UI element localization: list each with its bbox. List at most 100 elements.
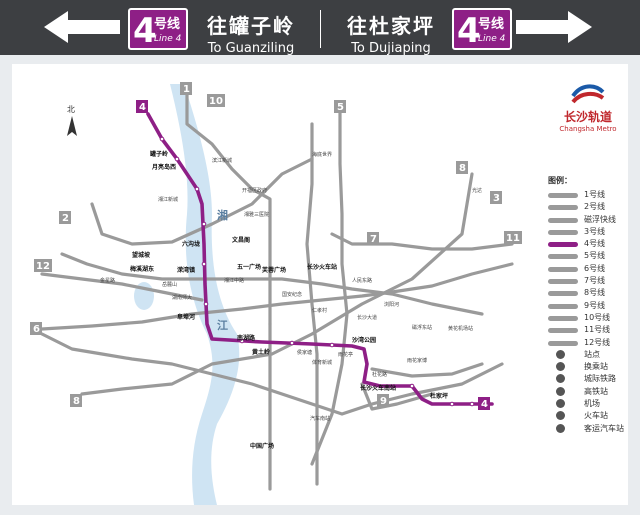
line-4-station [201, 261, 207, 267]
legend-line-swatch [548, 303, 578, 309]
station-label: 南湖路 [237, 334, 256, 342]
line-4-number-box [136, 100, 148, 113]
line-4-station [409, 383, 415, 389]
line-4-track [146, 112, 494, 406]
station-label: 阜埠河 [177, 313, 195, 321]
destination-right: 往杜家坪 To Dujiaping [332, 10, 450, 56]
station-label: 湖南师大 [172, 294, 192, 301]
destination-right-cn: 往杜家坪 [347, 14, 435, 38]
legend-line-swatch [548, 266, 578, 272]
station-label: 长沙大道 [357, 314, 377, 321]
station-icon [556, 349, 565, 359]
legend-line-row: 10号线 [548, 312, 624, 324]
metro-map: 罐子岭 月亮岛西 湘江新城 六沟垅 溁湾镇 湖南师大 阜埠河 南湖路 黄土岭 沙… [30, 82, 522, 505]
station-label: 杜花路 [372, 371, 387, 378]
legend-line-row: 3号线 [548, 226, 624, 238]
line-5-track [310, 107, 349, 466]
legend-line-swatch [548, 205, 578, 211]
line-number: 7 [370, 234, 377, 245]
line-number: 12 [36, 261, 50, 272]
legend-line-swatch [548, 315, 578, 321]
legend-line-swatch [548, 242, 578, 248]
line-4-station [174, 156, 180, 162]
destination-left-en: To Guanziling [207, 41, 295, 56]
river-label: 湘 [217, 208, 228, 222]
line-4-station [201, 221, 207, 227]
legend-line-label: 1号线 [584, 190, 606, 199]
station-label: 六沟垅 [182, 240, 200, 248]
legend-line-label: 磁浮快线 [584, 214, 616, 224]
legend-line-row: 8号线 [548, 287, 624, 299]
station-label: 黄土岭 [252, 348, 270, 356]
legend-symbol-label: 机场 [584, 399, 600, 409]
line-12-track [40, 272, 204, 302]
line-number: 1 [183, 84, 190, 95]
line-4-station [203, 301, 209, 307]
station-label: 滨江新城 [212, 157, 232, 164]
line-3-number-box [490, 191, 502, 204]
station-label: 梅溪湖东 [130, 265, 154, 273]
line-4-station [289, 340, 295, 346]
legend-line-row: 2号线 [548, 201, 624, 213]
legend-line-label: 7号线 [584, 276, 606, 286]
legend-line-row: 12号线 [548, 337, 624, 349]
legend-symbol-label: 城际铁路 [584, 374, 616, 384]
line-7-track [305, 122, 319, 486]
line-6-track [40, 262, 514, 331]
station-label: 五一广场 [237, 263, 261, 271]
legend-line-row: 7号线 [548, 275, 624, 287]
legend-symbol-label: 高铁站 [584, 386, 608, 396]
station-label: 黄花机场站 [448, 325, 473, 332]
station-label: 沙湾公园 [352, 336, 376, 344]
line-number: 9 [380, 396, 387, 407]
station-label: 中国广场 [250, 442, 274, 450]
line-4-badge-right: 4 号线 Line 4 [452, 8, 512, 51]
line-3-track [40, 332, 504, 416]
legend-line-label: 12号线 [584, 337, 611, 347]
legend-line-row: 1号线 [548, 189, 624, 201]
river-label: 江 [217, 318, 228, 332]
station-label: 侯家塘 [297, 349, 312, 356]
station-label: 体育新城 [312, 359, 332, 366]
legend-symbol-row: 高铁站 [548, 386, 624, 398]
line-number: 6 [33, 324, 40, 335]
line-11-number-box [504, 231, 522, 244]
station-label: 雨花亭 [338, 351, 353, 358]
line-number: 8 [459, 163, 466, 174]
line-2-number-box [59, 211, 71, 224]
legend-line-label: 8号线 [584, 288, 606, 298]
legend-line-row: 6号线 [548, 263, 624, 275]
airport-icon [556, 399, 565, 409]
legend-line-label: 10号线 [584, 312, 611, 322]
legend-line-label: 4号线 [584, 239, 606, 249]
destination-left: 往罐子岭 To Guanziling [192, 10, 310, 56]
legend-line-label: 3号线 [584, 226, 606, 236]
legend-line-row: 磁浮快线 [548, 214, 624, 226]
legend-symbol-row: 机场 [548, 398, 624, 410]
station-label: 湘江新城 [158, 196, 178, 203]
line-number: 4 [481, 399, 488, 410]
station-label: 文昌阁 [231, 236, 250, 244]
logo-text-en: Changsha Metro [559, 125, 617, 133]
station-label: 汽车南站 [310, 415, 330, 422]
station-label: 金星路 [100, 277, 115, 284]
legend-line-swatch [548, 279, 578, 285]
legend-line-label: 2号线 [584, 202, 606, 212]
station-label: 月亮岛西 [151, 163, 176, 171]
legend-symbol-row: 换乘站 [548, 361, 624, 373]
legend-line-swatch [548, 254, 578, 260]
station-label: 国安纪念 [282, 291, 302, 298]
legend-title: 图例： [548, 176, 572, 185]
line-1-north [185, 92, 272, 326]
train-icon [556, 411, 565, 421]
maglev-track [370, 362, 484, 378]
legend-line-swatch [548, 328, 578, 334]
line-8-number-box [456, 161, 468, 174]
destination-left-cn: 往罐子岭 [207, 14, 295, 38]
legend-line-label: 11号线 [584, 325, 611, 335]
legend-symbol-label: 客运汽车站 [584, 423, 624, 433]
station-label: 杜家坪 [430, 392, 448, 400]
arrow-left-icon [44, 11, 120, 43]
legend-line-swatch [548, 340, 578, 346]
